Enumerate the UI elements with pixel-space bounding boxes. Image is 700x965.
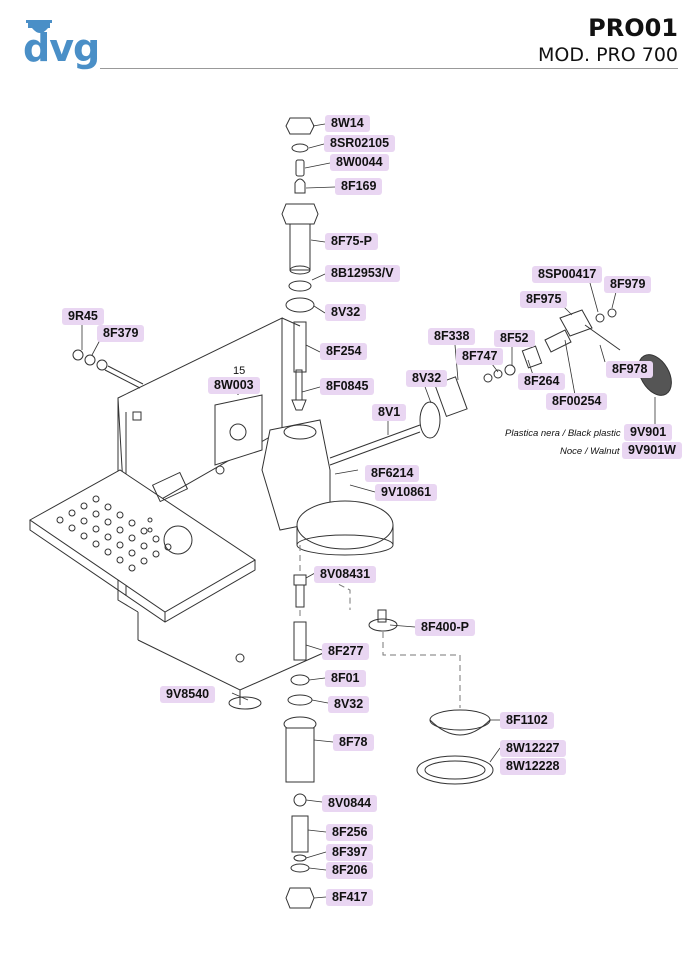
part-label-9v901: 9V901	[624, 424, 673, 441]
coffee-cup-icon	[26, 20, 52, 33]
note-walnut: Noce / Walnut	[560, 446, 620, 457]
part-label-8f52: 8F52	[494, 330, 535, 347]
drip-tray-holes	[56, 495, 172, 572]
part-label-8f400-p: 8F400-P	[415, 619, 475, 636]
part-label-8v32-valve: 8V32	[406, 370, 448, 387]
part-label-8f78: 8F78	[333, 734, 374, 751]
leader-lines	[81, 123, 656, 899]
part-label-8f975: 8F975	[520, 291, 568, 308]
part-label-8sp00417: 8SP00417	[532, 266, 603, 283]
assembly-axes	[299, 545, 461, 708]
part-label-8f379: 8F379	[97, 325, 145, 342]
callout-15-number: 15	[233, 365, 245, 377]
part-label-8v32-lower: 8V32	[328, 696, 370, 713]
note-black-plastic: Plastica nera / Black plastic	[505, 428, 621, 439]
part-label-8f978: 8F978	[606, 361, 654, 378]
part-label-8w003: 8W003	[208, 377, 260, 394]
part-label-8f338: 8F338	[428, 328, 476, 345]
part-label-8f75-p: 8F75-P	[325, 233, 378, 250]
lower-part-stack	[283, 574, 317, 909]
part-label-8f747: 8F747	[456, 348, 504, 365]
part-label-8v1: 8V1	[372, 404, 407, 421]
dvg-logo	[22, 18, 94, 82]
part-label-9v10861: 9V10861	[375, 484, 438, 501]
part-label-9v901w: 9V901W	[622, 442, 682, 459]
part-label-8f00254: 8F00254	[546, 393, 608, 410]
part-label-8b12953v: 8B12953/V	[325, 265, 400, 282]
upper-part-stack	[281, 117, 319, 411]
part-label-8v32-top: 8V32	[325, 304, 367, 321]
part-label-8w12228: 8W12228	[500, 758, 566, 775]
part-label-8f264: 8F264	[518, 373, 566, 390]
part-label-9v8540: 9V8540	[160, 686, 216, 703]
group-head-body	[261, 419, 394, 556]
part-label-8f01: 8F01	[325, 670, 366, 687]
part-label-8f397: 8F397	[326, 844, 374, 861]
part-label-8v08431: 8V08431	[314, 566, 377, 583]
part-label-8f1102: 8F1102	[500, 712, 554, 729]
part-label-8w12227: 8W12227	[500, 740, 566, 757]
part-label-8w14: 8W14	[325, 115, 370, 132]
part-label-8f256: 8F256	[326, 824, 374, 841]
part-label-8f0845: 8F0845	[320, 378, 375, 395]
header-divider	[100, 68, 678, 69]
part-label-8f979: 8F979	[604, 276, 652, 293]
part-label-8f6214: 8F6214	[365, 465, 420, 482]
filter-basket	[368, 609, 494, 785]
part-label-8v0844: 8V0844	[322, 795, 378, 812]
part-label-8f254: 8F254	[320, 343, 368, 360]
part-label-8w0044: 8W0044	[330, 154, 389, 171]
part-label-9r45: 9R45	[62, 308, 104, 325]
page-title: PRO01	[588, 14, 678, 42]
part-label-8f277: 8F277	[322, 643, 370, 660]
part-label-8sr02105: 8SR02105	[324, 135, 396, 152]
page-subtitle: MOD. PRO 700	[538, 44, 678, 66]
machine-frame	[29, 317, 331, 710]
gasket-plate-8w003	[214, 394, 263, 466]
part-label-8f169: 8F169	[335, 178, 383, 195]
part-label-8f417: 8F417	[326, 889, 374, 906]
side-screws	[72, 349, 144, 389]
brand-text: dvg	[23, 26, 100, 70]
part-label-8f206: 8F206	[326, 862, 374, 879]
